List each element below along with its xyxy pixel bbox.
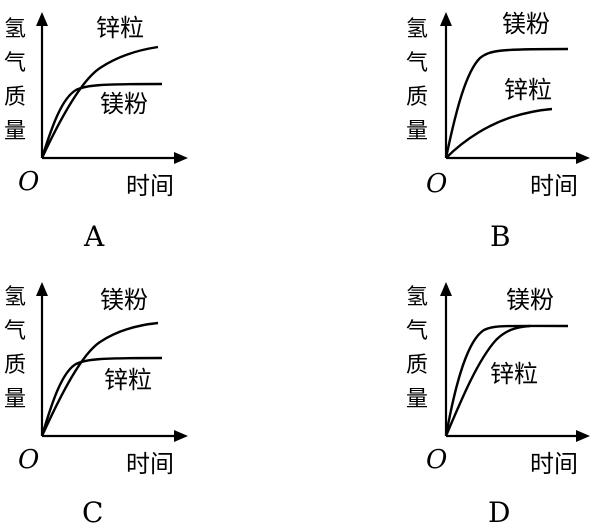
x-axis-arrow <box>576 152 590 164</box>
x-axis-label: 时间 <box>530 450 578 478</box>
series-label-magnesium: 镁粉 <box>506 286 554 314</box>
y-axis-label-char: 量 <box>4 387 26 412</box>
panel-c: 氢气质量 镁粉 锌粒 O 时间 C <box>4 282 188 529</box>
origin-label: O <box>18 445 39 475</box>
y-axis-label-char: 量 <box>406 387 428 412</box>
panel-label: C <box>82 496 103 529</box>
y-axis-label-char: 气 <box>4 51 26 76</box>
curve-zinc-granules <box>445 107 553 159</box>
y-axis-arrow <box>36 282 48 296</box>
panel-label: A <box>83 220 105 253</box>
x-axis-arrow <box>576 430 590 442</box>
curve-zinc-granules <box>40 45 159 159</box>
curve-magnesium-powder <box>444 47 569 159</box>
x-axis-label: 时间 <box>530 172 578 200</box>
series-label-zinc: 锌粒 <box>504 76 552 104</box>
y-axis-arrow <box>36 12 48 26</box>
series-label-magnesium: 镁粉 <box>100 90 148 118</box>
curve-magnesium-powder <box>40 82 163 159</box>
y-axis-label-char: 氢 <box>406 17 428 42</box>
curve-zinc-granules <box>444 324 531 437</box>
series-label-magnesium: 镁粉 <box>502 10 550 38</box>
series-label-zinc: 锌粒 <box>96 14 144 42</box>
y-axis-label-char: 气 <box>406 319 428 344</box>
series-label-zinc: 锌粒 <box>490 360 538 388</box>
y-axis-label-char: 氢 <box>406 285 428 310</box>
origin-label: O <box>426 169 447 199</box>
y-axis-label-char: 氢 <box>4 285 26 310</box>
panel-label: D <box>488 496 510 529</box>
y-axis-label-char: 氢气质量 <box>406 17 428 144</box>
x-axis-arrow <box>174 430 188 442</box>
origin-label: O <box>426 445 447 475</box>
y-axis-label-char: 质 <box>406 353 428 378</box>
y-axis-label-char: 氢气质量 <box>406 285 428 412</box>
series-label-zinc: 锌粒 <box>104 366 152 394</box>
y-axis-arrow <box>440 12 452 26</box>
y-axis-arrow <box>440 282 452 296</box>
y-axis-label-char: 氢气质量 <box>4 285 26 412</box>
panel-d: 氢气质量 镁粉 锌粒 O 时间 D <box>406 282 590 529</box>
y-axis-label-char: 量 <box>4 119 26 144</box>
series-label-magnesium: 镁粉 <box>100 286 148 314</box>
y-axis-label-char: 质 <box>4 85 26 110</box>
origin-label: O <box>18 167 39 197</box>
curve-zinc-granules <box>40 356 163 437</box>
panel-label: B <box>490 220 511 253</box>
y-axis-label-char: 量 <box>406 119 428 144</box>
y-axis-label-char: 氢 <box>4 17 26 42</box>
y-axis-label-char: 气 <box>4 319 26 344</box>
y-axis-label-char: 质 <box>406 85 428 110</box>
curve-magnesium-powder <box>40 321 159 437</box>
x-axis-arrow <box>174 152 188 164</box>
y-axis-label-char: 质 <box>4 353 26 378</box>
y-axis-label-char: 气 <box>406 51 428 76</box>
panel-a: 氢气质量 锌粒 镁粉 O 时间 A <box>4 12 188 253</box>
y-axis-label-char: 氢气质量 <box>4 17 26 144</box>
panel-b: 氢气质量 镁粉 锌粒 O 时间 B <box>406 10 590 253</box>
x-axis-label: 时间 <box>126 172 174 200</box>
x-axis-label: 时间 <box>126 450 174 478</box>
